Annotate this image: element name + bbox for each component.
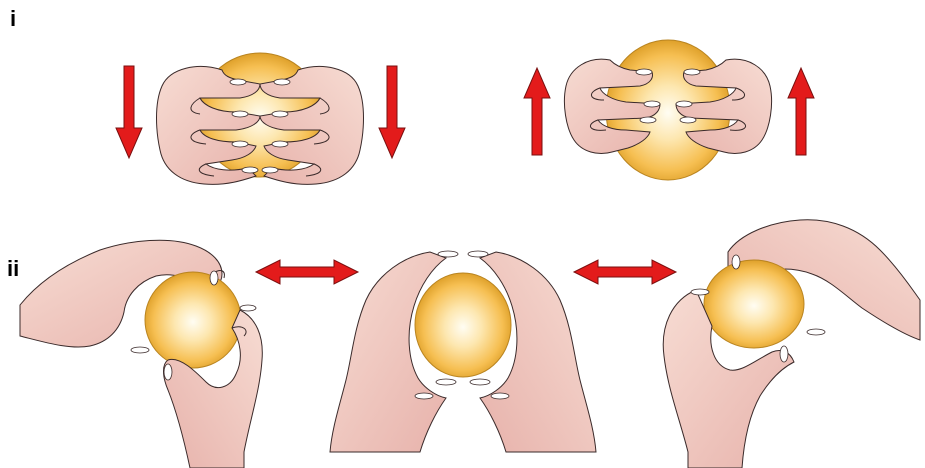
panel-ii-center-group [330,251,596,452]
ball-icon [415,273,511,377]
panel-ii-right-group [663,220,920,468]
arrow-down-icon [116,66,142,158]
arrow-down-icon [379,66,405,158]
panel-i-left-group [116,53,405,184]
double-arrow-icon [574,260,676,284]
panel-ii-left-group [20,240,262,468]
ball-icon [145,272,241,368]
panel-i-right-group [524,40,814,180]
ball-icon [704,260,804,348]
double-arrow-icon [256,260,358,284]
arrow-up-icon [788,68,814,155]
arrow-up-icon [524,68,550,155]
